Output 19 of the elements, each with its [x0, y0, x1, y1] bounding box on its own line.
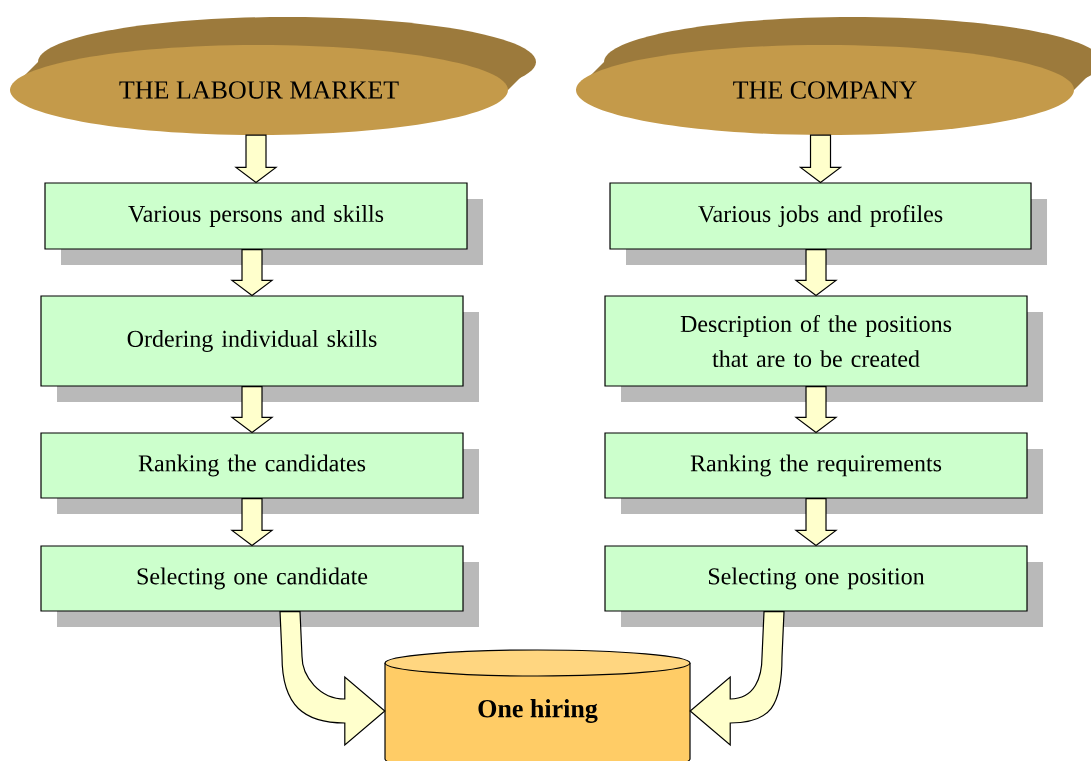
process-box: Ranking the candidates: [40, 432, 479, 514]
cylinder: One hiring: [384, 649, 691, 761]
process-box: Ordering individual skills: [40, 295, 479, 402]
block-arrow: [798, 134, 843, 184]
block-arrow: [794, 498, 838, 547]
block-arrow: [689, 611, 785, 746]
block-arrow: [794, 249, 838, 297]
process-box: Description of the positions that are to be created: [604, 295, 1043, 402]
process-box: Various jobs and profiles: [609, 182, 1047, 265]
block-arrow: [230, 498, 274, 547]
process-box: Various persons and skills: [44, 182, 483, 265]
block-arrow: [230, 386, 274, 434]
block-arrow: [234, 134, 278, 184]
block-arrow: [230, 249, 274, 297]
process-box: Selecting one candidate: [40, 545, 479, 627]
block-arrow: [279, 611, 386, 746]
block-arrow: [794, 386, 838, 434]
process-box: Ranking the requirements: [604, 432, 1043, 514]
process-box: Selecting one position: [604, 545, 1043, 627]
